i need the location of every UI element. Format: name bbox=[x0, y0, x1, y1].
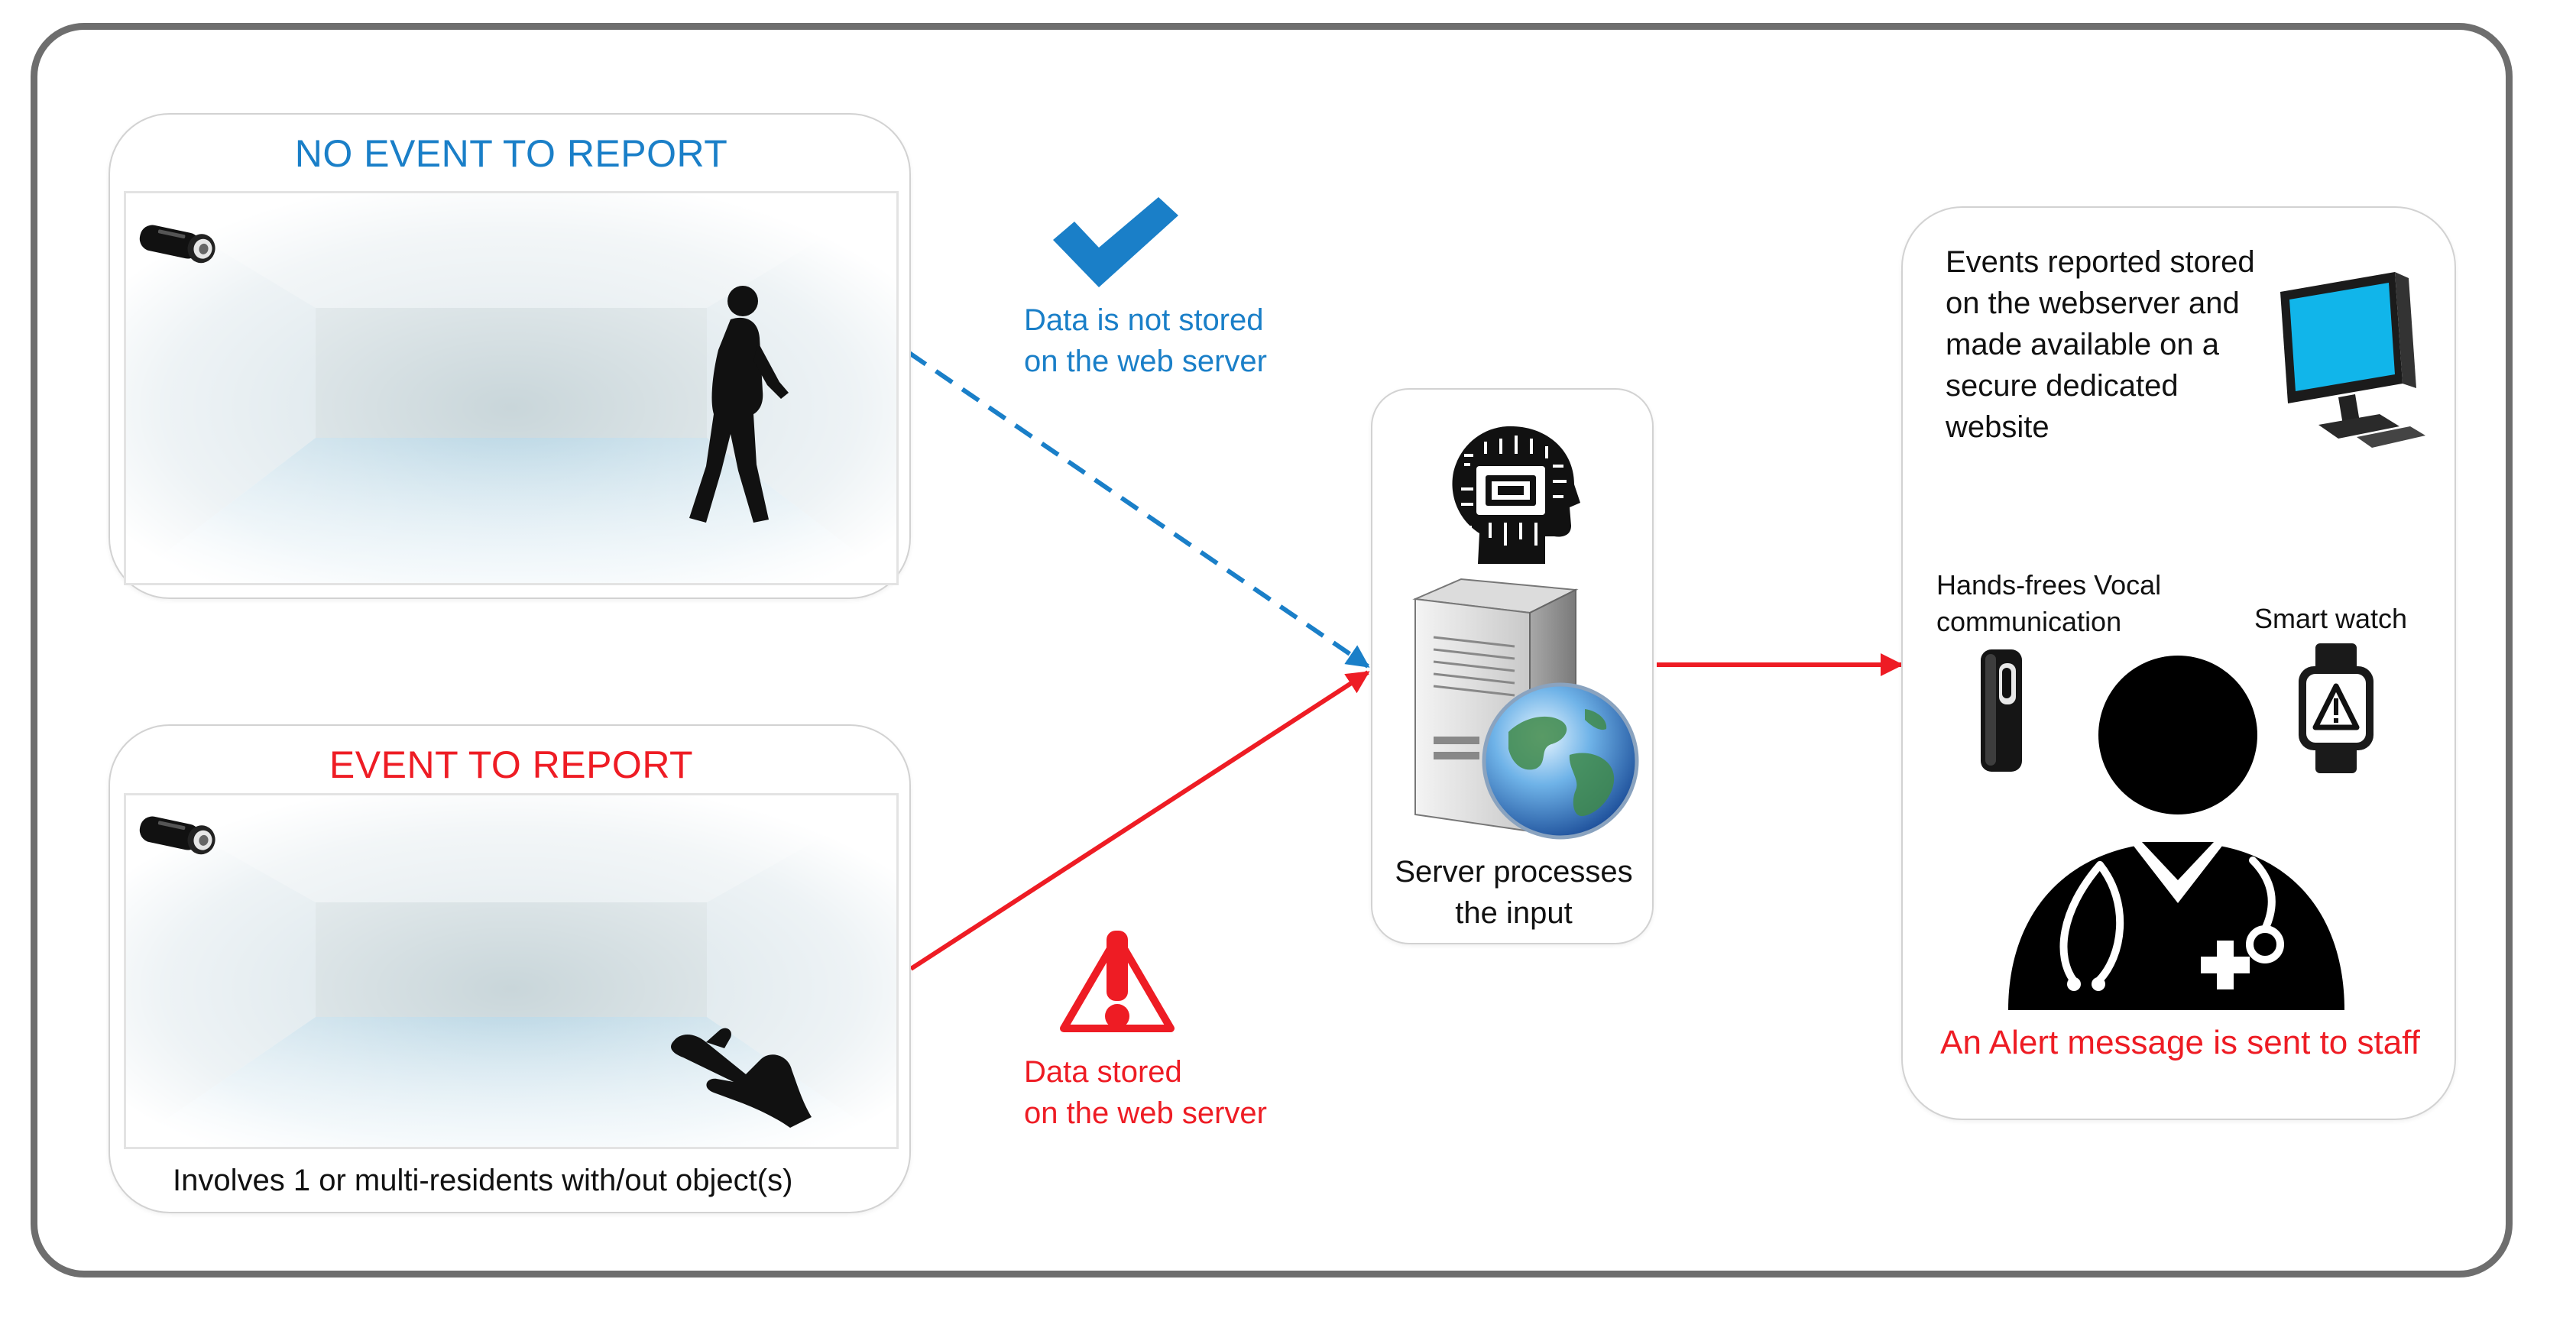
monitor-icon bbox=[2280, 272, 2425, 448]
event-status-line1: Data stored bbox=[1024, 1055, 1182, 1089]
camera-icon bbox=[139, 225, 215, 264]
alert-message: An Alert message is sent to staff bbox=[1940, 1024, 2420, 1061]
nurse-icon bbox=[2008, 656, 2344, 1010]
hand-icon bbox=[671, 1028, 812, 1128]
warning-icon bbox=[1060, 931, 1175, 1032]
web-description-line4: secure dedicated bbox=[1946, 369, 2179, 403]
earpiece-icon bbox=[1981, 649, 2022, 772]
event-red-arrow bbox=[909, 670, 1370, 971]
no-event-panel: NO EVENT TO REPORT bbox=[109, 113, 911, 599]
smart-watch-label: Smart watch bbox=[2254, 603, 2408, 634]
camera-icon bbox=[139, 816, 215, 855]
no-event-status-line2: on the web server bbox=[1024, 345, 1267, 378]
staff-panel: Events reported stored on the webserver … bbox=[1901, 206, 2456, 1120]
no-event-status: Data is not stored on the web server bbox=[1024, 300, 1330, 382]
web-description-line1: Events reported stored bbox=[1946, 245, 2255, 279]
stethoscope-icon bbox=[2059, 857, 2284, 985]
no-event-dashed-arrow bbox=[908, 351, 1370, 669]
no-event-title: NO EVENT TO REPORT bbox=[294, 132, 728, 175]
web-description-line3: made available on a bbox=[1946, 328, 2220, 361]
event-panel: EVENT TO REPORT bbox=[109, 724, 911, 1213]
ai-head-icon bbox=[1452, 426, 1580, 564]
checkmark-icon bbox=[1053, 197, 1178, 287]
event-title: EVENT TO REPORT bbox=[329, 743, 694, 786]
event-caption: Involves 1 or multi-residents with/out o… bbox=[173, 1164, 793, 1197]
web-description-line2: on the webserver and bbox=[1946, 287, 2240, 320]
server-panel: Server processes the input bbox=[1371, 388, 1654, 944]
hands-free-line1: Hands-frees Vocal bbox=[1936, 569, 2162, 601]
event-status: Data stored on the web server bbox=[1024, 1051, 1330, 1134]
walking-person-icon bbox=[689, 286, 789, 523]
server-label: Server processes the input bbox=[1372, 851, 1655, 934]
hands-free-line2: communication bbox=[1936, 606, 2122, 637]
web-description-line5: website bbox=[1946, 410, 2049, 444]
hands-free-label: Hands-frees Vocal communication bbox=[1936, 567, 2211, 640]
smart-watch-icon bbox=[2299, 643, 2373, 773]
globe-icon bbox=[1482, 682, 1639, 840]
server-label-line2: the input bbox=[1455, 896, 1573, 930]
event-status-line2: on the web server bbox=[1024, 1096, 1267, 1130]
server-label-line1: Server processes bbox=[1395, 855, 1633, 889]
web-description: Events reported stored on the webserver … bbox=[1946, 241, 2282, 448]
no-event-status-line1: Data is not stored bbox=[1024, 303, 1264, 337]
